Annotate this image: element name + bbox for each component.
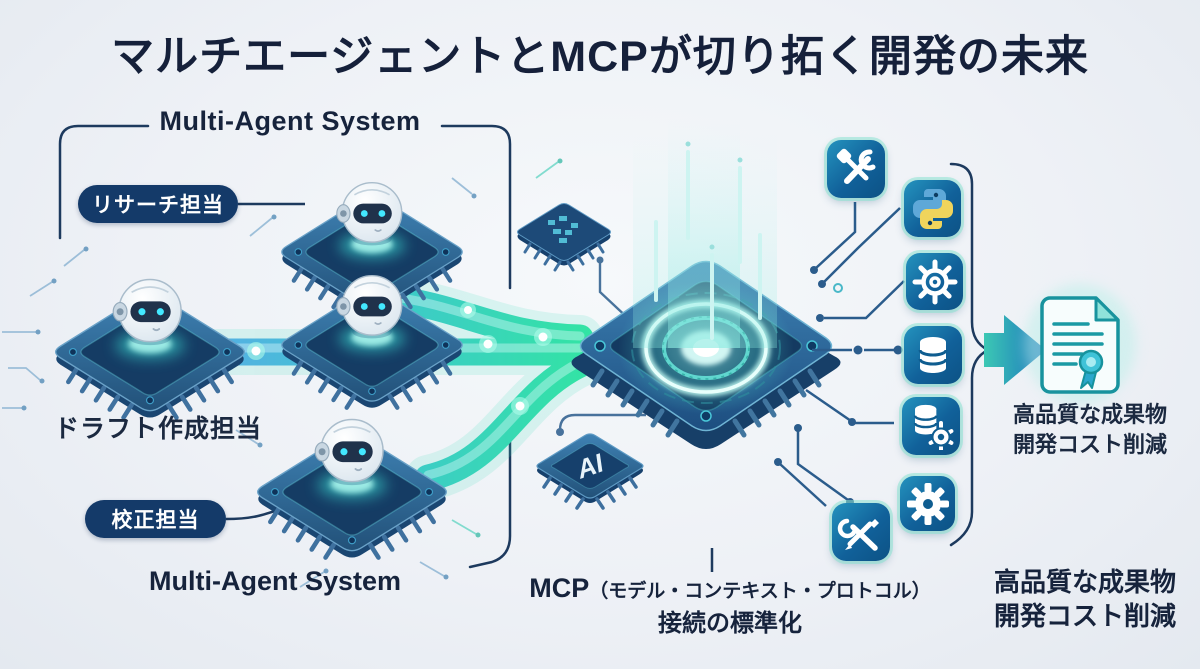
multi-agent-bracket [58,124,512,569]
outcome-line2: 開発コスト削減 [1012,431,1167,457]
outcome-bottom-caption: 高品質な成果物 開発コスト削減 [950,566,1200,634]
result-arrow [984,315,1046,385]
wrench-screwdriver-icon [827,140,885,198]
gear-outline-icon [906,253,963,310]
agent-label-research-text: リサーチ担当 [92,194,224,217]
outcome-bottom-line1: 高品質な成果物 [993,567,1176,597]
gear-icon [900,476,955,531]
page-title: マルチエージェントとMCPが切り拓く開発の未来 [111,33,1089,81]
agent-chip-draft [56,280,245,418]
agent-label-proofread: 校正担当 [85,500,226,538]
outcome-caption: 高品質な成果物 開発コスト削減 [985,400,1195,459]
outcome-line1: 高品質な成果物 [1012,402,1167,427]
pipe-glow-dots [247,302,552,415]
ai-chip: AI [536,433,644,510]
database-icon [904,326,962,384]
outcome-bottom-line2: 開発コスト削減 [993,600,1176,631]
multi-agent-system-bottom-caption: Multi-Agent System [148,566,402,596]
python-icon [904,180,961,237]
multi-agent-system-top-label: Multi-Agent System [159,106,421,136]
circuit-decorations [2,158,653,588]
mcp-caption-paren: （モデル・コンテキスト・プロトコル） [589,581,931,602]
mcp-caption-sub: 接続の標準化 [658,610,802,637]
agent-chip-proofread [258,420,447,558]
agent-label-proofread-text: 校正担当 [111,509,200,532]
qr-chip [517,203,611,272]
mcp-caption-title: MCP [529,573,590,603]
database-gear-icon [902,397,960,455]
mcp-light-beam [633,118,777,348]
agent-label-draft: ドラフト作成担当 [54,415,263,443]
agent-pipes [187,275,603,501]
document-award-icon [1024,284,1136,404]
wrench-pencil-icon [832,503,890,561]
mcp-caption: MCP（モデル・コンテキスト・プロトコル） [515,572,945,604]
agent-label-research: リサーチ担当 [78,185,238,223]
